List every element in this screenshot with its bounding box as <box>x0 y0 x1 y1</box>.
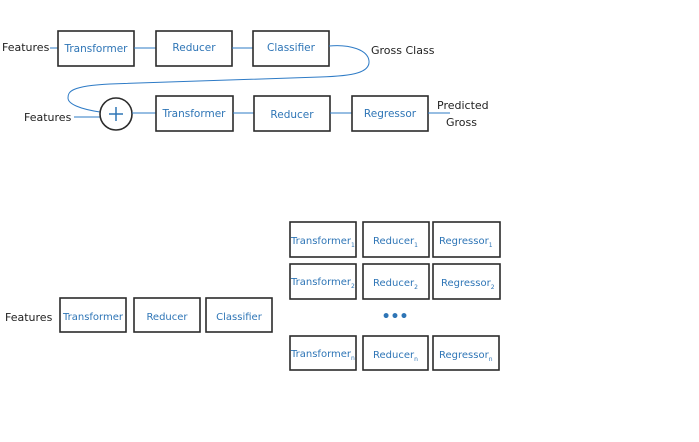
grid-reducer-label-2: Reducer2 <box>373 278 418 291</box>
regressor-box[interactable] <box>351 95 429 132</box>
grid-reducer-label-n: Reducern <box>373 350 418 363</box>
grid-regressor-label-2: Regressor2 <box>441 278 495 291</box>
grid-transformer-2[interactable] <box>289 263 357 300</box>
regressor-label: Regressor <box>364 108 417 120</box>
features-label-top: Features <box>2 41 50 54</box>
grid-transformer-n[interactable] <box>289 335 357 371</box>
transformer-label-top: Transformer <box>63 43 128 55</box>
grid-reducer-2[interactable] <box>362 263 430 300</box>
gross-label: Gross <box>446 116 477 129</box>
reducer-label-bottom: Reducer <box>146 312 188 323</box>
ellipsis-dots: ••• <box>382 309 409 325</box>
grid-regressor-1[interactable] <box>432 221 501 258</box>
transformer-label-bottom: Transformer <box>62 312 124 323</box>
features-label-second: Features <box>24 111 72 124</box>
reducer-label-second: Reducer <box>270 109 314 121</box>
predicted-label: Predicted <box>437 99 489 112</box>
gross-class-label: Gross Class <box>371 44 435 57</box>
feedback-connector <box>67 45 370 113</box>
features-label-bottom: Features <box>5 311 53 324</box>
grid-regressor-label-1: Regressor1 <box>439 236 493 249</box>
grid-reducer-label-1: Reducer1 <box>373 236 418 249</box>
transformer-label-second: Transformer <box>161 108 226 120</box>
grid-transformer-label-n: Transformern <box>290 349 355 362</box>
classifier-label-bottom: Classifier <box>216 312 263 323</box>
classifier-label-top: Classifier <box>267 42 316 54</box>
transformer-box-bottom[interactable] <box>59 297 127 333</box>
reducer-label-top: Reducer <box>172 42 216 54</box>
grid-reducer-1[interactable] <box>362 221 430 258</box>
grid-transformer-1[interactable] <box>289 221 357 258</box>
grid-regressor-n[interactable] <box>432 335 500 371</box>
grid-transformer-label-1: Transformer1 <box>290 236 355 249</box>
grid-reducer-n[interactable] <box>362 335 429 371</box>
reducer-box-bottom[interactable] <box>133 297 201 333</box>
transformer-box-second[interactable] <box>155 95 234 132</box>
reducer-box-second[interactable] <box>253 95 331 132</box>
grid-regressor-2[interactable] <box>432 263 501 300</box>
grid-transformer-label-2: Transformer2 <box>290 277 355 290</box>
classifier-box-top[interactable] <box>252 30 330 67</box>
classifier-box-bottom[interactable] <box>205 297 273 333</box>
grid-regressor-label-n: Regressorn <box>439 350 493 363</box>
